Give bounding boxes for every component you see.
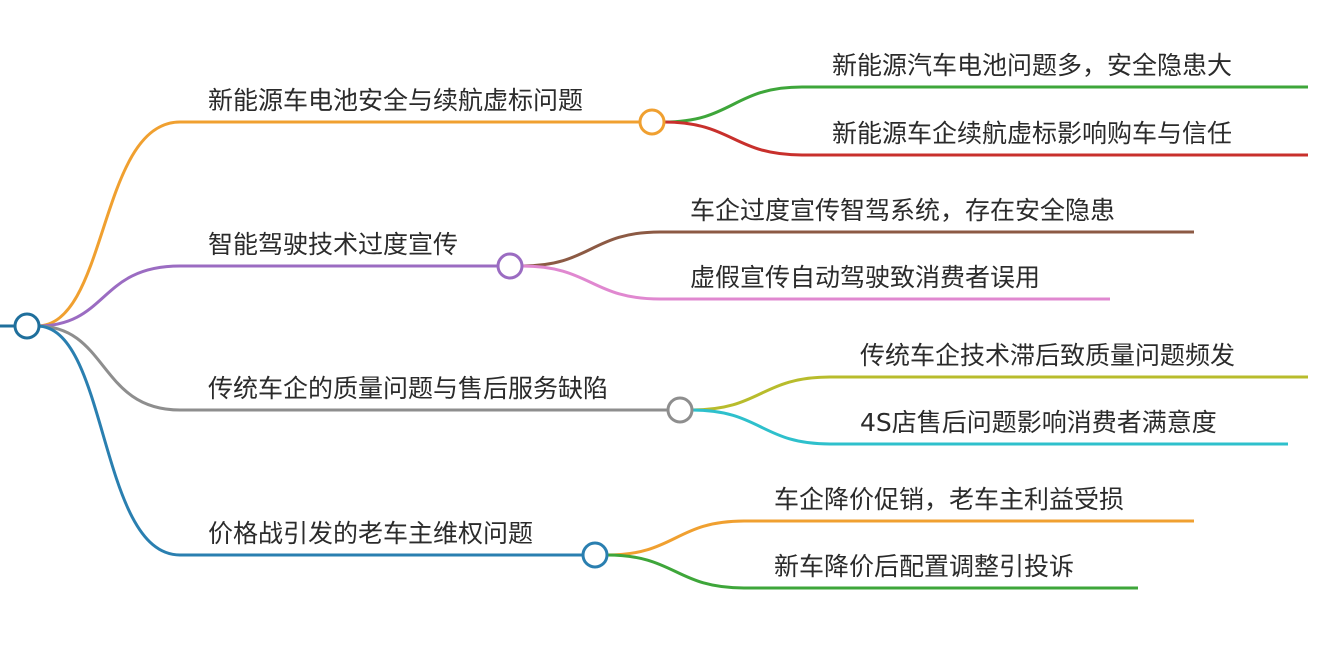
child-label-2-2[interactable]: 虚假宣传自动驾驶致消费者误用 xyxy=(690,263,1040,292)
branch-label-3[interactable]: 传统车企的质量问题与售后服务缺陷 xyxy=(208,374,608,403)
branch-node-circle-1[interactable] xyxy=(638,108,666,136)
child-connector-2-1 xyxy=(521,230,661,268)
branch-node-circle-4[interactable] xyxy=(581,541,609,569)
child-label-1-2[interactable]: 新能源车企续航虚标影响购车与信任 xyxy=(832,119,1232,148)
branch-label-1[interactable]: 新能源车电池安全与续航虚标问题 xyxy=(208,86,583,115)
child-label-4-1[interactable]: 车企降价促销，老车主利益受损 xyxy=(774,485,1124,514)
child-connector-3-1 xyxy=(691,375,831,412)
child-connector-1-1 xyxy=(663,85,803,124)
branch-node-circle-2[interactable] xyxy=(496,252,524,280)
child-label-2-1[interactable]: 车企过度宣传智驾系统，存在安全隐患 xyxy=(690,196,1115,225)
child-label-3-1[interactable]: 传统车企技术滞后致质量问题频发 xyxy=(860,341,1235,370)
branch-connector-1 xyxy=(36,120,181,328)
branch-connector-3 xyxy=(36,324,181,412)
child-connector-1-2 xyxy=(663,120,803,157)
child-label-4-2[interactable]: 新车降价后配置调整引投诉 xyxy=(774,552,1074,581)
root-node-circle[interactable] xyxy=(13,312,41,340)
child-label-3-2[interactable]: 4S店售后问题影响消费者满意度 xyxy=(860,408,1217,437)
branch-label-2[interactable]: 智能驾驶技术过度宣传 xyxy=(208,230,458,259)
edges-layer xyxy=(0,85,1308,590)
nodes-layer: 新能源车电池安全与续航虚标问题 新能源汽车电池问题多，安全隐患大新能源车企续航虚标… xyxy=(13,51,1235,581)
child-connector-4-2 xyxy=(606,553,745,590)
branch-node-circle-3[interactable] xyxy=(666,396,694,424)
branch-connector-2 xyxy=(36,264,181,328)
child-label-1-1[interactable]: 新能源汽车电池问题多，安全隐患大 xyxy=(832,51,1232,80)
child-connector-2-2 xyxy=(521,264,661,301)
child-connector-3-2 xyxy=(691,408,831,446)
branch-connector-4 xyxy=(36,324,181,557)
child-connector-4-1 xyxy=(606,519,745,557)
branch-label-4[interactable]: 价格战引发的老车主维权问题 xyxy=(208,519,533,548)
